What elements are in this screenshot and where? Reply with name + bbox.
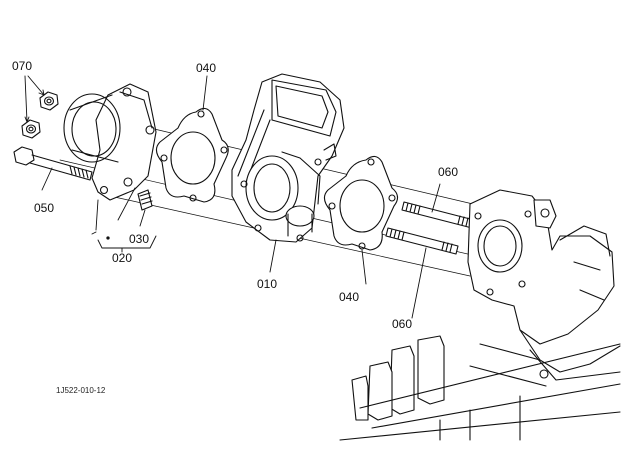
callout-010: 010	[257, 277, 278, 291]
stud-060-upper	[401, 183, 475, 229]
callout-070: 070	[12, 59, 33, 73]
nut-070-lower	[21, 119, 41, 139]
callout-040-top: 040	[196, 61, 217, 75]
bolt-050	[13, 146, 93, 191]
leader-lines-070	[24, 75, 45, 123]
callout-050: 050	[34, 201, 55, 215]
throttle-body-010	[231, 73, 345, 273]
gasket-040-left	[155, 75, 229, 203]
stud-030	[137, 189, 153, 227]
engine-block-fragment	[339, 335, 621, 441]
drawing-code: 1J522-010-12	[56, 386, 106, 395]
gasket-040-right	[323, 155, 399, 285]
stud-060-lower	[385, 227, 459, 319]
nut-070-upper	[39, 91, 59, 111]
callout-040-bottom: 040	[339, 290, 360, 304]
inlet-housing-020	[63, 83, 157, 231]
callout-030: 030	[129, 232, 150, 246]
intake-manifold	[467, 189, 621, 381]
bracket-020	[91, 231, 157, 253]
callout-020: 020	[112, 251, 133, 265]
callout-060-top: 060	[438, 165, 459, 179]
callout-060-bottom: 060	[392, 317, 413, 331]
